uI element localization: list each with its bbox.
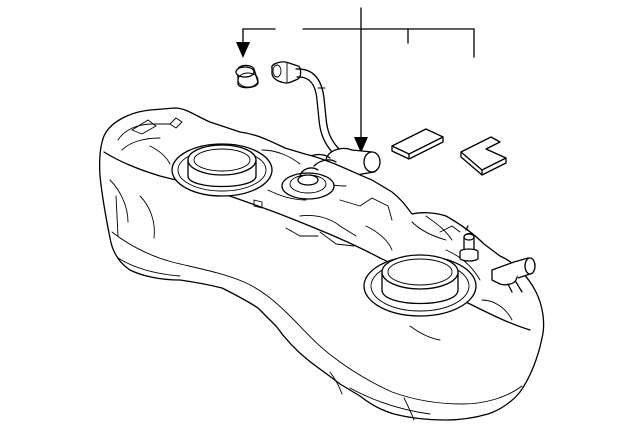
vent-hose [271,61,341,155]
pad-left [391,128,444,160]
side-connector [491,257,536,293]
callout-arrow-cap [236,42,250,58]
pad-right [460,136,507,176]
callout-leaders [236,7,475,153]
left-fuel-pump-opening [171,143,273,197]
valve-nipple [459,225,479,262]
right-fuel-pump-opening [363,254,477,317]
callout-arrow-hose [354,137,368,153]
center-filler-neck-port [281,159,337,200]
cap [235,64,259,89]
